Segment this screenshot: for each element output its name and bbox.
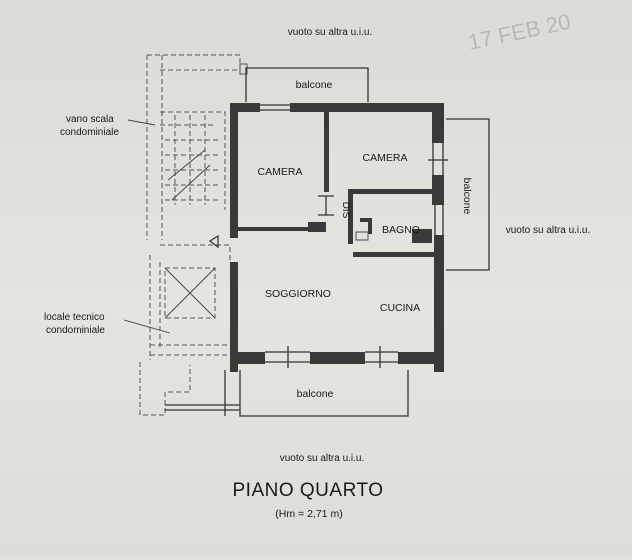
balcony-right-outline bbox=[446, 118, 490, 271]
room-soggiorno: SOGGIORNO bbox=[265, 288, 331, 300]
room-camera-right: CAMERA bbox=[363, 152, 408, 164]
balcony-bottom-label: balcone bbox=[297, 388, 334, 400]
stair-label-line2: condominiale bbox=[60, 127, 119, 138]
entrance-arrow-icon bbox=[208, 234, 219, 249]
room-bagno: BAGNO bbox=[382, 224, 420, 236]
apartment-walls bbox=[230, 103, 444, 372]
right-void-label: vuoto su altra u.i.u. bbox=[506, 225, 591, 236]
tech-label-line2: condominiale bbox=[46, 325, 105, 336]
top-void-label: vuoto su altra u.i.u. bbox=[288, 27, 373, 38]
plan-title: PIANO QUARTO bbox=[233, 480, 384, 501]
stair-label-line1: vano scala bbox=[66, 114, 114, 125]
stair-area-dashed bbox=[139, 54, 248, 416]
window-marks bbox=[260, 104, 448, 368]
balcony-bottom-outline bbox=[165, 370, 409, 417]
plan-subtitle: (Hm = 2,71 m) bbox=[275, 508, 342, 520]
balcony-right-label: balcone bbox=[461, 178, 473, 215]
stair-leader-line bbox=[127, 119, 156, 126]
balcony-top-outline bbox=[245, 67, 369, 102]
tech-leader-line bbox=[123, 319, 171, 334]
bottom-void-label: vuoto su altra u.i.u. bbox=[280, 453, 365, 464]
tech-label-line1: locale tecnico bbox=[44, 312, 105, 323]
balcony-top-label: balcone bbox=[296, 79, 333, 91]
room-cucina: CUCINA bbox=[380, 302, 420, 314]
svg-text:17 FEB 20: 17 FEB 20 bbox=[466, 9, 573, 55]
room-camera-left: CAMERA bbox=[258, 166, 303, 178]
room-dis: DIS bbox=[340, 202, 351, 219]
stamp-mark: 17 FEB 20 bbox=[466, 9, 573, 55]
